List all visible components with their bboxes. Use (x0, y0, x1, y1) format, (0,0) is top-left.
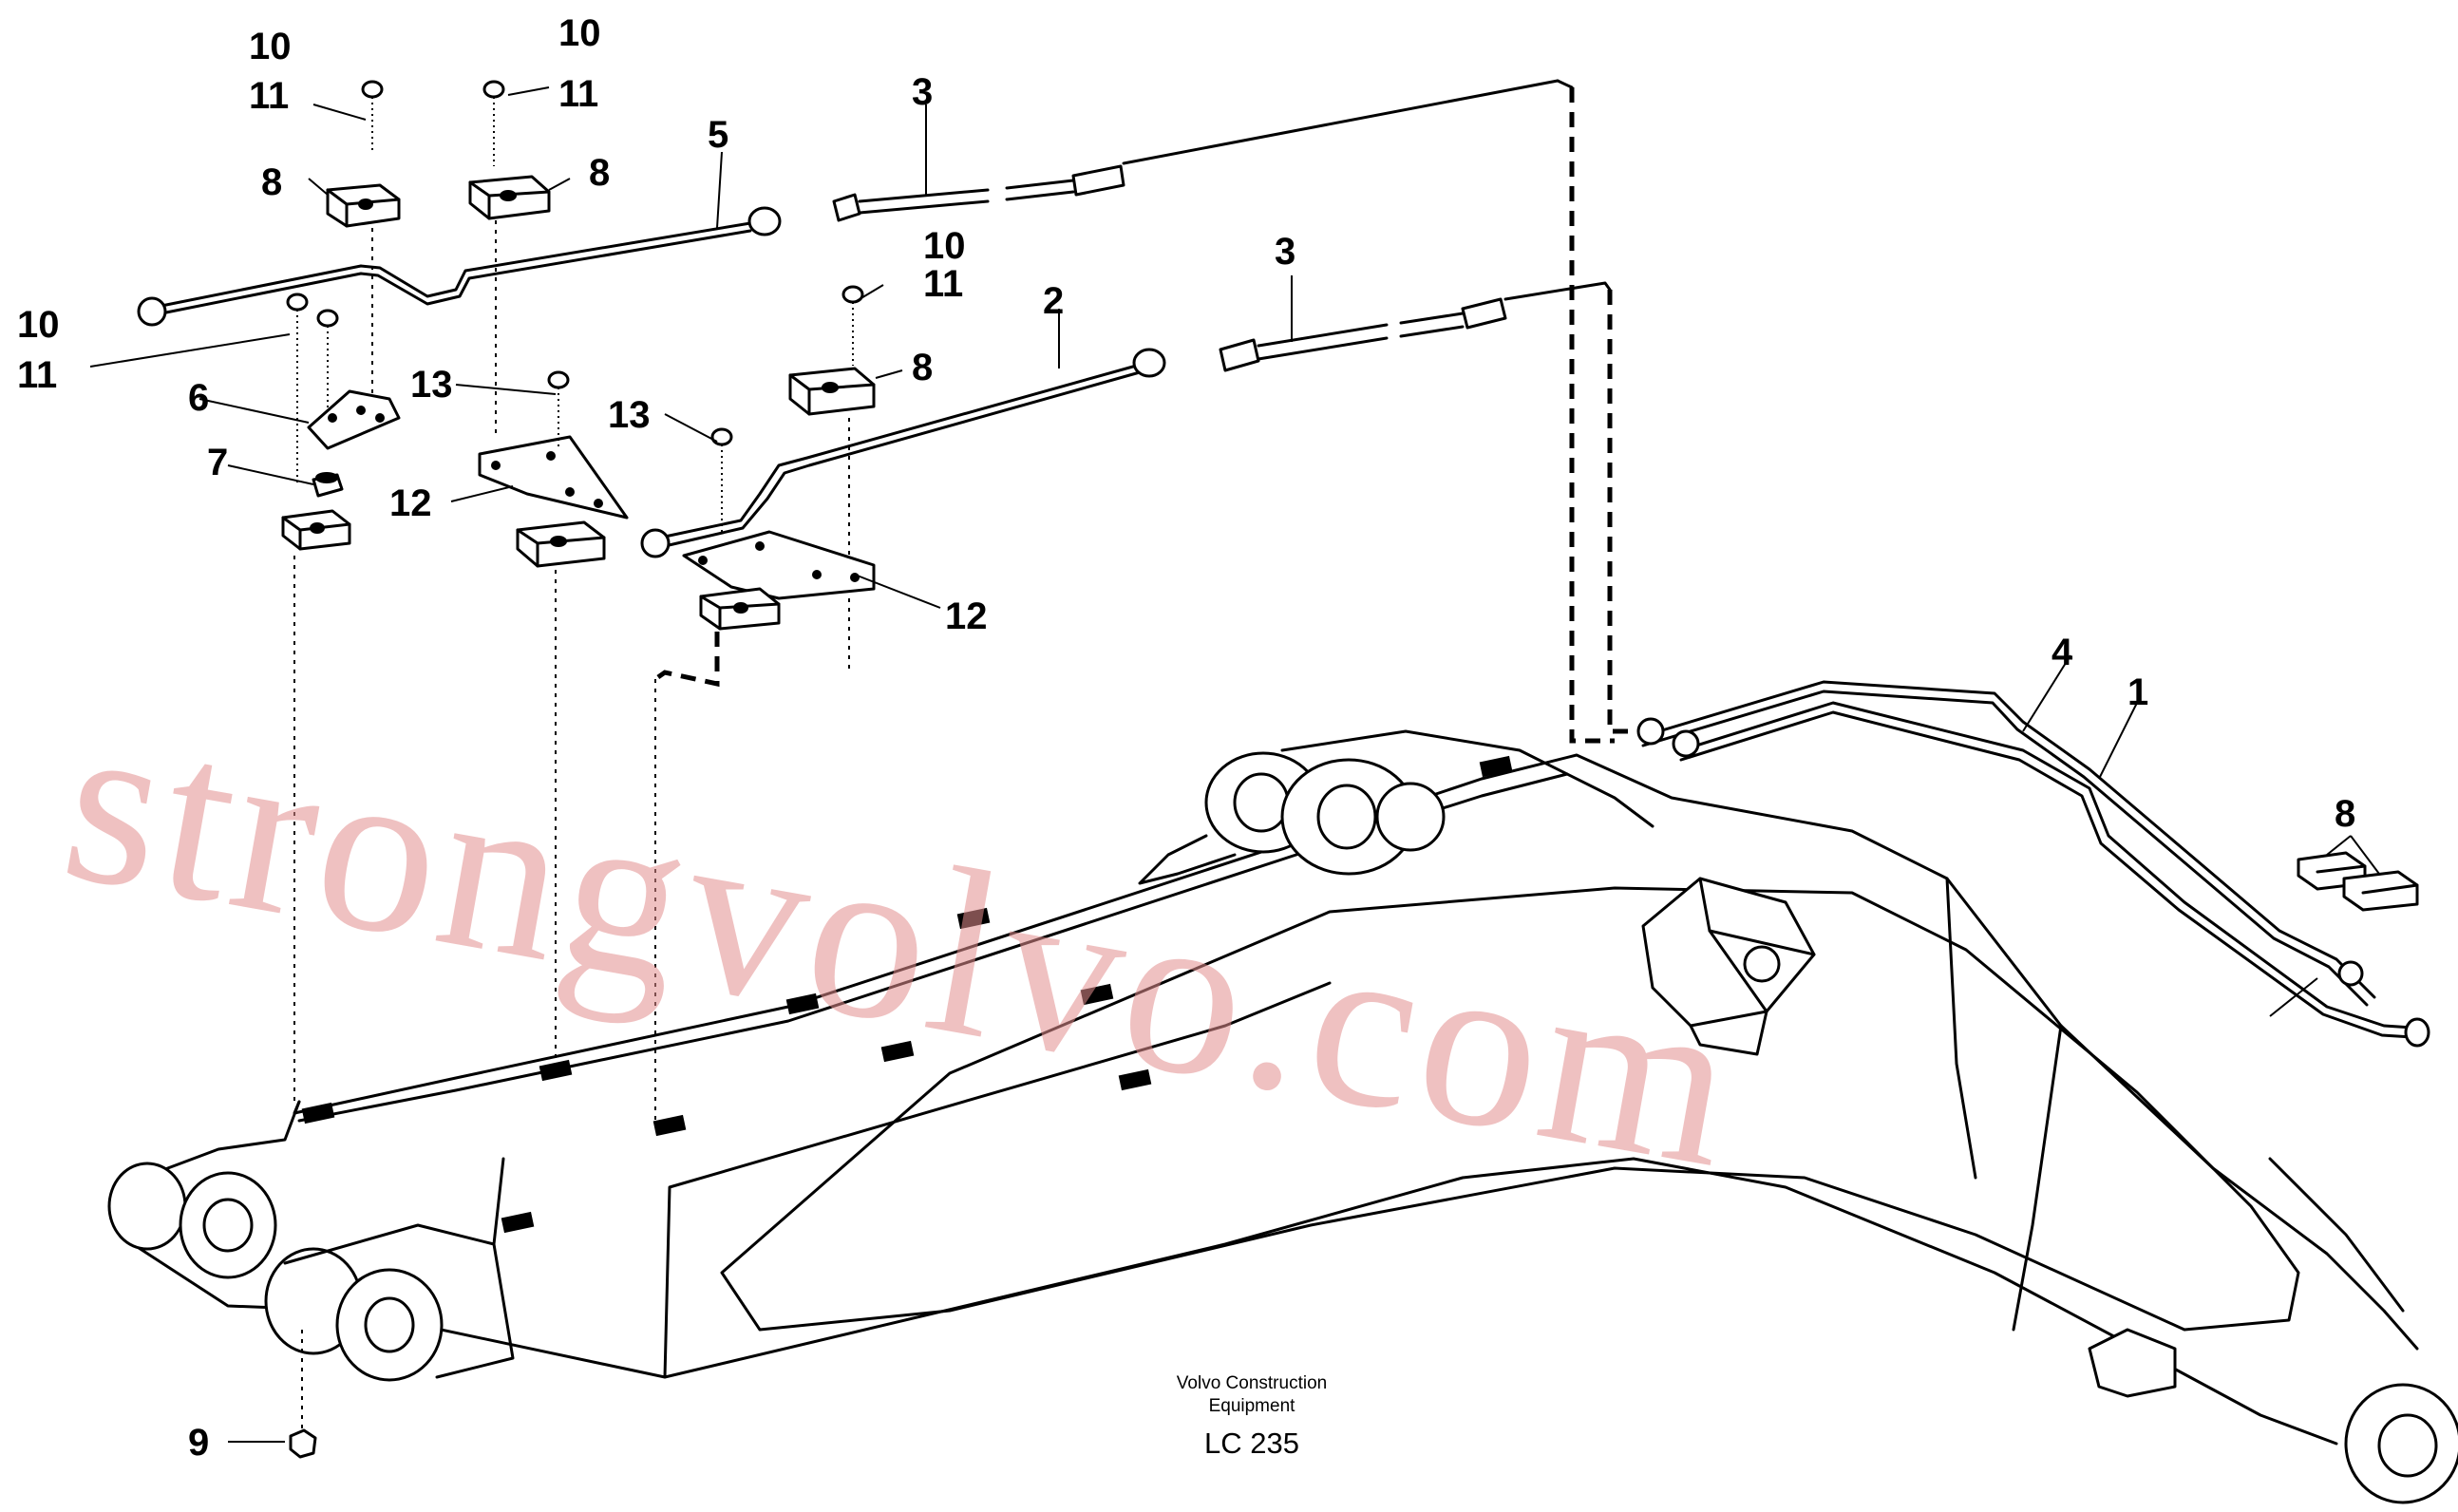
arm-lower-lug (2088, 1328, 2177, 1398)
callout-labels: 10 11 10 11 8 8 5 3 10 11 3 2 10 11 6 13… (17, 12, 2355, 1464)
callout-8-c: 8 (912, 347, 933, 388)
bolt-10-d (286, 293, 309, 312)
callout-3-b: 3 (1275, 231, 1295, 273)
pipe-4-nut (1636, 717, 1665, 746)
callout-10-b: 10 (558, 12, 601, 54)
callout-5: 5 (708, 114, 728, 156)
hose-3-lower-end-a (1219, 338, 1260, 372)
callout-3-a: 3 (912, 71, 933, 113)
callout-11-a: 11 (249, 75, 289, 117)
callout-7: 7 (207, 442, 228, 483)
boom-assembly (107, 729, 2458, 1504)
hose-3-upper-end-a (832, 193, 861, 222)
bolt-10-b (482, 80, 505, 99)
callout-8-b: 8 (589, 152, 610, 194)
callout-12-a: 12 (389, 482, 432, 524)
caption-code: LC 235 (1204, 1427, 1299, 1460)
callout-11-d: 11 (17, 354, 57, 396)
plate-12-a (478, 435, 629, 520)
callout-8-d: 8 (2335, 793, 2355, 835)
callout-12-b: 12 (945, 595, 988, 637)
caption-block: Volvo Construction Equipment LC 235 (1177, 1373, 1327, 1460)
callout-13-a: 13 (410, 364, 453, 406)
caption-line-2: Equipment (1209, 1396, 1296, 1416)
callout-4: 4 (2051, 632, 2073, 673)
caption-line-1: Volvo Construction (1177, 1373, 1327, 1393)
bolt-13-b (710, 427, 733, 446)
callout-10-a: 10 (249, 26, 292, 67)
callout-11-c: 11 (923, 263, 963, 305)
hose-3-lower-end-b (1461, 297, 1507, 330)
plate-12-b (682, 530, 876, 600)
callout-11-b: 11 (558, 73, 598, 115)
cylinder-mount-block (1641, 877, 1816, 1028)
callout-10-d: 10 (17, 304, 60, 346)
callout-1: 1 (2127, 671, 2148, 713)
pipe-2-nut (640, 528, 671, 558)
routing-dashed-2 (1607, 290, 1634, 734)
callout-6: 6 (188, 377, 209, 419)
hose-3-upper-end-b (1071, 164, 1125, 197)
callout-13-b: 13 (608, 394, 651, 436)
pipe-1 (1679, 701, 2414, 1030)
pipe-4 (1641, 680, 2376, 999)
callout-2: 2 (1043, 280, 1064, 322)
callout-10-c: 10 (923, 225, 966, 267)
hydraulic-lines (137, 79, 2430, 1048)
pipe-5-nut (137, 296, 167, 327)
plate-6 (307, 389, 401, 450)
watermark-text: strongvolvo.com (47, 666, 1755, 1218)
bolt-10-a (361, 80, 384, 99)
callout-9: 9 (188, 1422, 209, 1464)
pipe-2 (663, 363, 1142, 539)
nut-9 (289, 1428, 317, 1459)
pipe-5-union (747, 206, 782, 236)
leader-lines (89, 86, 2380, 1443)
pipe-2-union (1132, 348, 1166, 378)
routing-dashed-1 (1569, 87, 1615, 744)
pipe-1-nut (1672, 729, 1700, 758)
boom-foot-boss-1 (107, 1162, 187, 1251)
bolt-13-a (547, 370, 570, 389)
pipe-5 (160, 221, 752, 308)
callout-8-a: 8 (261, 161, 282, 203)
